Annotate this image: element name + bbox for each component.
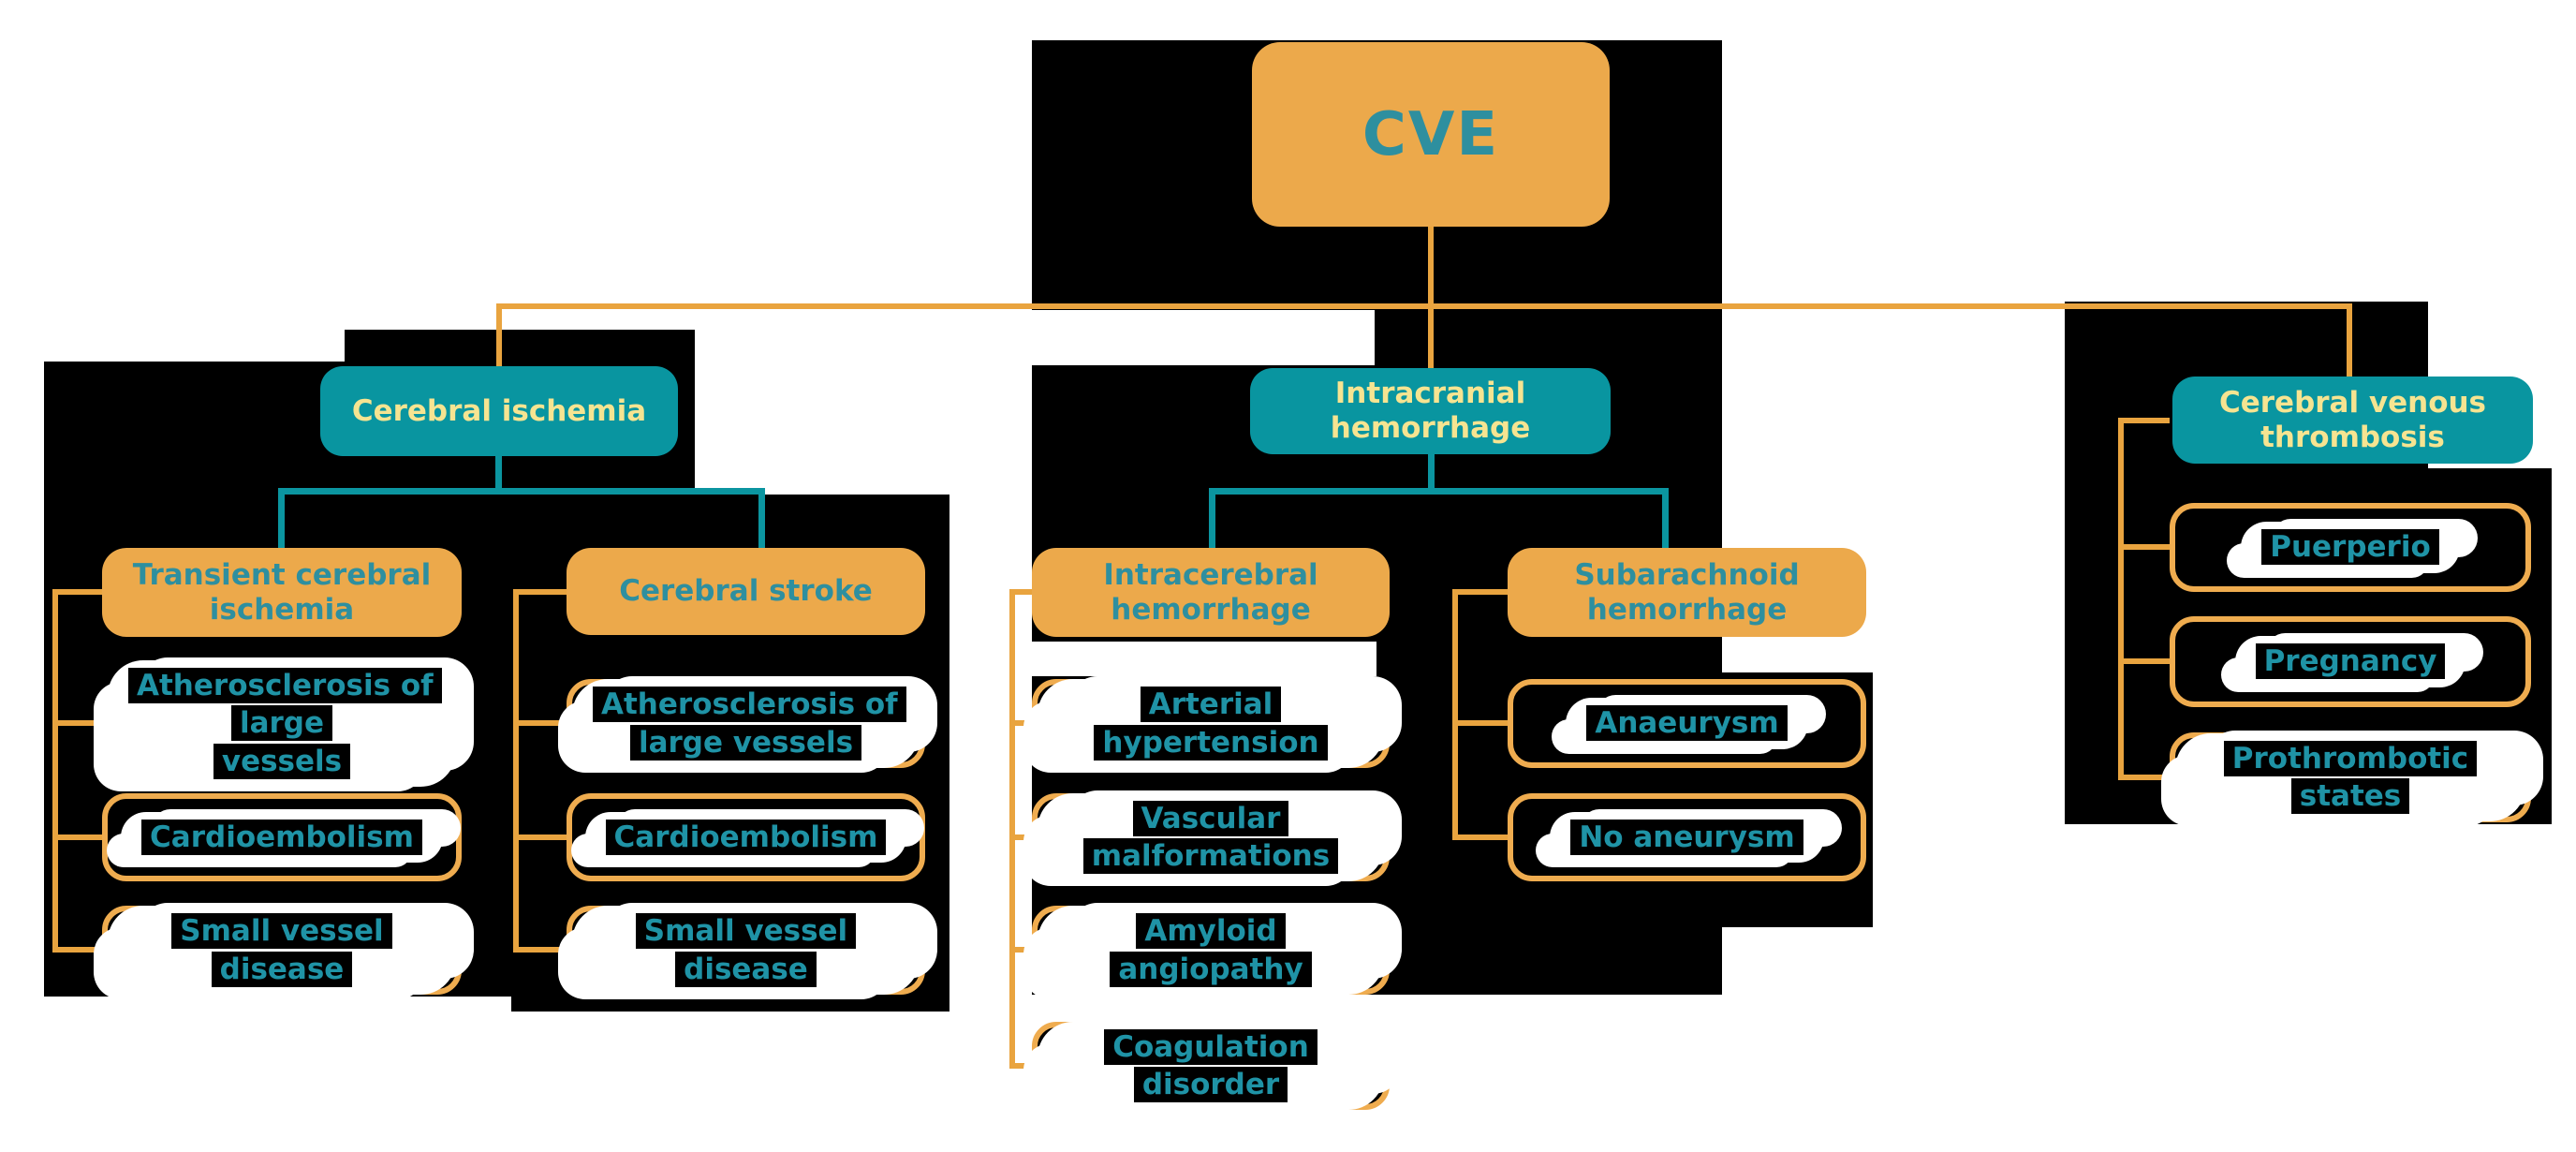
background-block-left-top (345, 330, 695, 367)
connector-col2-leaf3-stub (513, 947, 567, 953)
node-subarachnoid-hemorrhage: Subarachnoid hemorrhage (1508, 548, 1866, 637)
leaf-small-vessel-disease-stroke: Small vessel disease (567, 906, 925, 995)
leaf-cardioembolism-stroke: Cardioembolism (567, 793, 925, 881)
connector-col2-leaf2-stub (513, 834, 567, 840)
connector-ci-stub (495, 456, 502, 495)
scribble-highlight: Amyloid angiopathy (1038, 906, 1384, 995)
scribble-highlight: Anaeurysm (1566, 698, 1808, 749)
node-subarachnoid-hemorrhage-label: Subarachnoid hemorrhage (1574, 557, 1800, 627)
node-cerebral-ischemia-label: Cerebral ischemia (351, 393, 647, 428)
connector-col3-vertical (1009, 589, 1015, 1069)
leaf-no-aneurysm: No aneurysm (1508, 793, 1866, 881)
leaf-arterial-hypertension: Arterial hypertension (1032, 679, 1390, 768)
leaf-prothrombotic-states: Prothrombotic states (2170, 732, 2531, 822)
leaf-pregnancy: Pregnancy (2170, 616, 2531, 707)
connector-col1-leaf1-stub (52, 720, 102, 726)
leaf-cardioembolism-transient: Cardioembolism (102, 793, 462, 881)
scribble-highlight: Arterial hypertension (1038, 679, 1384, 768)
node-intracerebral-hemorrhage-label: Intracerebral hemorrhage (1103, 557, 1318, 627)
node-intracranial-hemorrhage: Intracranial hemorrhage (1250, 368, 1611, 454)
scribble-highlight: Prothrombotic states (2175, 732, 2525, 822)
node-cerebral-venous-thrombosis-label: Cerebral venous thrombosis (2218, 385, 2487, 454)
connector-col1-leaf2-stub (52, 834, 102, 840)
connector-col5-parent-stub (2118, 418, 2170, 423)
node-cerebral-ischemia: Cerebral ischemia (320, 366, 678, 456)
scribble-highlight: Coagulation disorder (1038, 1021, 1384, 1111)
connector-col5-leaf1-stub (2118, 544, 2170, 550)
connector-col3-leaf3-stub (1009, 947, 1032, 953)
scribble-highlight: Atherosclerosis of large vessels (572, 679, 920, 768)
leaf-puerperio: Puerperio (2170, 503, 2531, 592)
connector-ih-horizontal (1209, 488, 1669, 495)
leaf-amyloid-angiopathy: Amyloid angiopathy (1032, 906, 1390, 995)
leaf-coagulation-disorder: Coagulation disorder (1032, 1021, 1390, 1111)
connector-col3-leaf4-stub (1009, 1063, 1032, 1069)
connector-col1-vertical (52, 589, 58, 953)
connector-down-intracranial (1428, 303, 1434, 368)
connector-ci-horizontal (278, 488, 765, 495)
connector-col4-leaf1-stub (1452, 720, 1508, 726)
connector-col5-leaf3-stub (2118, 775, 2170, 780)
node-intracranial-hemorrhage-label: Intracranial hemorrhage (1330, 377, 1531, 445)
node-intracerebral-hemorrhage: Intracerebral hemorrhage (1032, 548, 1390, 637)
connector-down-cvt (2347, 303, 2352, 377)
connector-col3-leaf1-stub (1009, 720, 1032, 726)
scribble-highlight: Pregnancy (2234, 636, 2466, 687)
paper-gap-1 (1032, 310, 1375, 365)
connector-down-subarachnoid (1662, 495, 1669, 548)
leaf-atherosclerosis-large-vessels-transient: Atherosclerosis of large vessels (102, 660, 462, 787)
connector-col2-leaf1-stub (513, 720, 567, 726)
connector-down-transient (278, 495, 285, 548)
connector-col1-leaf3-stub (52, 947, 102, 953)
scribble-highlight: Atherosclerosis of large vessels (108, 660, 456, 787)
scribble-highlight: No aneurysm (1550, 811, 1824, 864)
connector-down-cerebral-ischemia (496, 303, 502, 366)
node-cerebral-stroke: Cerebral stroke (567, 548, 925, 635)
connector-col4-leaf2-stub (1452, 834, 1508, 840)
connector-col4-vertical (1452, 589, 1458, 840)
leaf-atherosclerosis-large-vessels-stroke: Atherosclerosis of large vessels (567, 679, 925, 768)
connector-col1-parent-stub (52, 589, 102, 595)
connector-main-horizontal (496, 303, 2352, 309)
connector-down-stroke (758, 495, 765, 548)
node-cve: CVE (1252, 42, 1610, 227)
paper-gap-2 (1032, 642, 1376, 676)
connector-col5-leaf2-stub (2118, 658, 2170, 664)
leaf-anaeurysm: Anaeurysm (1508, 679, 1866, 768)
connector-col5-vertical (2118, 418, 2124, 780)
node-cerebral-stroke-label: Cerebral stroke (619, 574, 873, 609)
scribble-highlight: Small vessel disease (108, 906, 456, 995)
node-cerebral-venous-thrombosis: Cerebral venous thrombosis (2172, 377, 2533, 464)
connector-col3-leaf2-stub (1009, 834, 1032, 840)
connector-col2-parent-stub (513, 589, 567, 595)
scribble-highlight: Puerperio (2241, 522, 2460, 573)
connector-col4-parent-stub (1452, 589, 1508, 595)
node-transient-cerebral-ischemia-label: Transient cerebral ischemia (132, 557, 432, 627)
node-transient-cerebral-ischemia: Transient cerebral ischemia (102, 548, 462, 637)
scribble-highlight: Cardioembolism (584, 811, 907, 864)
scribble-highlight: Cardioembolism (121, 811, 443, 864)
paper-gap-3 (1032, 998, 1461, 1021)
connector-cve-down (1428, 227, 1434, 309)
connector-ih-stub (1428, 454, 1435, 495)
scribble-highlight: Vascular malformations (1038, 792, 1384, 882)
connector-col3-parent-stub (1009, 589, 1032, 595)
connector-down-intracerebral (1209, 495, 1215, 548)
node-cve-label: CVE (1362, 99, 1500, 170)
connector-col2-vertical (513, 589, 519, 953)
leaf-vascular-malformations: Vascular malformations (1032, 792, 1390, 882)
scribble-highlight: Small vessel disease (572, 906, 920, 995)
leaf-small-vessel-disease-transient: Small vessel disease (102, 906, 462, 995)
